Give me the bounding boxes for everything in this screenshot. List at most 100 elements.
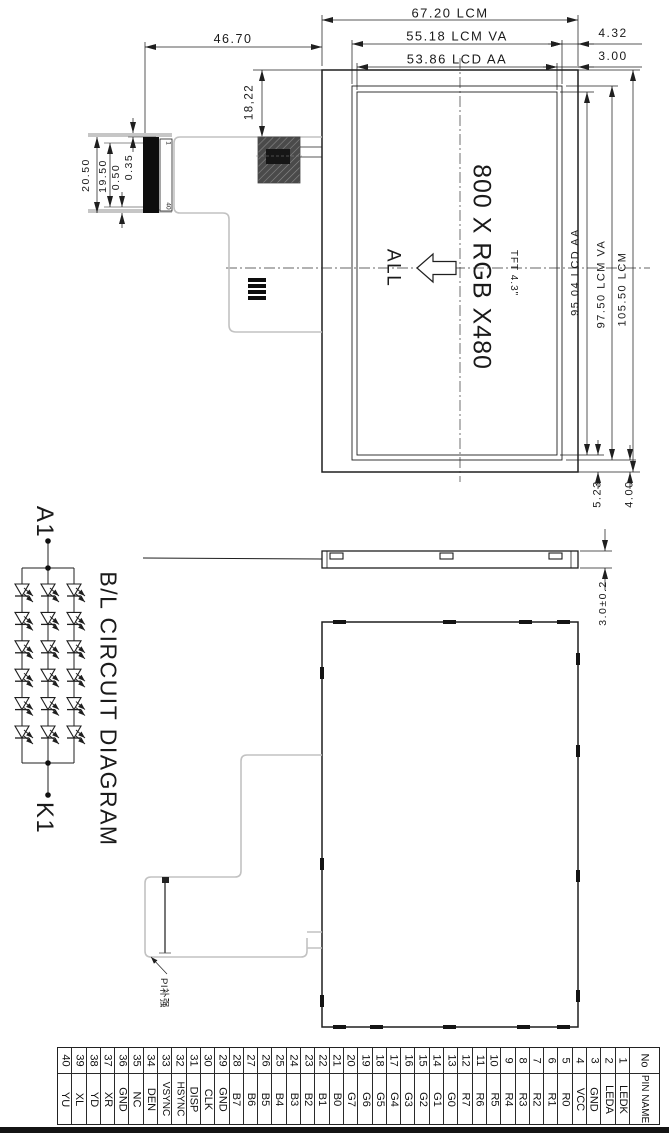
pin-number: 5 — [559, 1057, 572, 1064]
pin-number: 30 — [202, 1054, 215, 1067]
connector-pin1-label: 1 — [164, 141, 172, 145]
pin-name: B0 — [330, 1092, 343, 1106]
pin-number: 4 — [573, 1057, 586, 1064]
pin-name: DEN — [144, 1087, 157, 1111]
pin-number: 12 — [459, 1054, 472, 1067]
led-symbol — [67, 612, 85, 630]
dim-lcm-width: 67.20 LCM — [411, 5, 489, 21]
led-symbol — [41, 584, 59, 602]
led-symbol — [15, 669, 33, 687]
pin-name: R1 — [545, 1091, 558, 1107]
back-outline — [321, 621, 579, 1028]
pin-number: 39 — [73, 1054, 86, 1067]
pin-name: LEDA — [602, 1084, 615, 1114]
aa-outline — [356, 91, 558, 456]
pin-number: 25 — [273, 1054, 286, 1067]
pin-name: LEDK — [616, 1084, 629, 1114]
led-symbol — [41, 726, 59, 744]
display-resolution-label: 800 X RGB X480 — [467, 164, 496, 370]
pin-number: 19 — [359, 1054, 372, 1067]
pin-name: CLK — [202, 1088, 215, 1110]
pin-number: 6 — [545, 1057, 558, 1064]
led-symbol — [67, 669, 85, 687]
fpc-connector-area — [88, 118, 322, 333]
pin-number: 7 — [530, 1057, 543, 1064]
pin-name: G1 — [430, 1091, 443, 1107]
led-symbol — [67, 726, 85, 744]
dim-component-offset: 18,22 — [243, 83, 256, 121]
dim-aa-bottom-offset: 5.23 — [591, 480, 604, 508]
pin-number: 16 — [402, 1054, 415, 1067]
pin-number: 32 — [173, 1054, 186, 1067]
pin-number: 21 — [330, 1054, 343, 1067]
pin-number: 31 — [187, 1054, 200, 1067]
pin-number: 40 — [59, 1054, 72, 1067]
led-symbol — [15, 698, 33, 716]
pin-name: YD — [87, 1091, 100, 1107]
pin-name: DISP — [187, 1086, 200, 1112]
led-symbol — [15, 641, 33, 659]
pin-number: 22 — [316, 1054, 329, 1067]
pin-name: G3 — [402, 1091, 415, 1107]
pin-name: B3 — [287, 1092, 300, 1106]
pin-name: B7 — [230, 1092, 243, 1106]
pin-name: R4 — [502, 1091, 515, 1107]
dim-lcm-va-width: 55.18 LCM VA — [406, 28, 508, 44]
pin-number: 2 — [602, 1057, 615, 1064]
pin-name: NC — [130, 1091, 143, 1107]
pin-name: R0 — [559, 1091, 572, 1107]
bezel-tabs — [320, 620, 580, 1029]
pin-name: YU — [59, 1091, 72, 1107]
back-view — [144, 620, 580, 1029]
dim-thickness: 3.0±0.2 — [596, 580, 609, 626]
pin-number: 23 — [302, 1054, 315, 1067]
led-symbol — [15, 726, 33, 744]
led-symbol — [15, 612, 33, 630]
pin-number: 17 — [387, 1054, 400, 1067]
dim-fpc-length: 46.70 — [213, 31, 253, 46]
fpc-connector — [143, 137, 159, 213]
backlight-circuit — [15, 538, 85, 798]
led-symbol — [67, 641, 85, 659]
pin-number: 10 — [488, 1054, 501, 1067]
pin-name: HSYNC — [174, 1081, 186, 1117]
backlight-circuit-title: B/L CIRCUIT DIAGRAM — [95, 571, 122, 847]
pin-number: 18 — [373, 1054, 386, 1067]
pin-number: 26 — [259, 1054, 272, 1067]
pin-name: G2 — [416, 1091, 429, 1107]
dim-lcm-va-height: 97.50 LCM VA — [595, 239, 608, 329]
pin-name: R6 — [473, 1091, 486, 1107]
led-symbol — [41, 612, 59, 630]
stiffener-leader-line — [150, 956, 168, 975]
pin-name: B2 — [302, 1092, 315, 1106]
viewing-direction-label: ALL — [382, 248, 404, 288]
pin-name: XR — [102, 1091, 115, 1107]
dim-lcd-aa-height: 95.04 LCD AA — [569, 228, 582, 316]
pin-name: G5 — [373, 1091, 386, 1107]
dim-lcm-height: 105.50 LCM — [616, 251, 629, 327]
side-view — [142, 529, 612, 590]
